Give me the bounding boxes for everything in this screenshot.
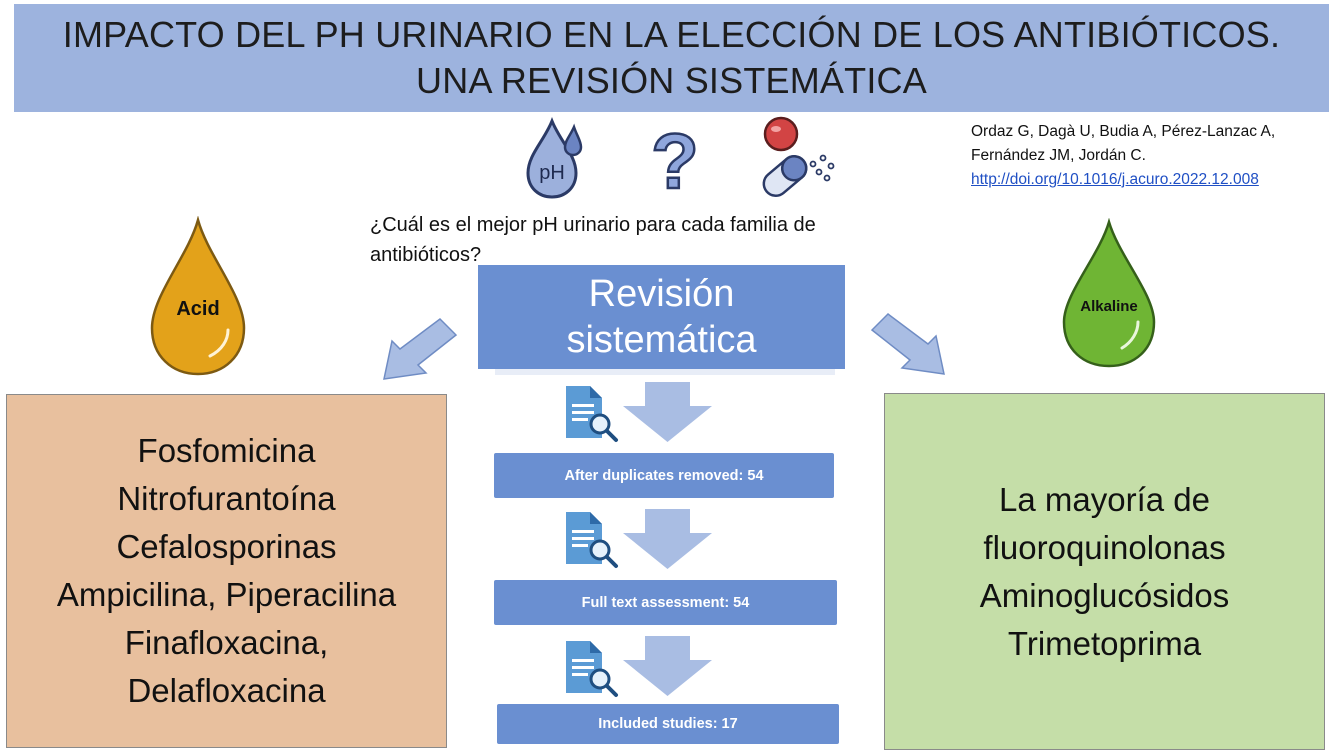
down-arrow-icon xyxy=(623,382,712,442)
acid-drop-icon: Acid xyxy=(150,216,246,376)
doi-link[interactable]: http://doi.org/10.1016/j.acuro.2022.12.0… xyxy=(971,171,1259,188)
arrow-to-alkaline-icon xyxy=(870,313,945,375)
question-mark-glyph: ? xyxy=(651,118,699,198)
alkaline-label: Alkaline xyxy=(1080,298,1138,315)
alkaline-antibiotics-box: La mayoría de fluoroquinolonas Aminogluc… xyxy=(884,393,1325,750)
title-line-2: UNA REVISIÓN SISTEMÁTICA xyxy=(416,60,927,101)
alkaline-item: Aminoglucósidos xyxy=(979,576,1230,614)
authors-line-2: Fernández JM, Jordán C. xyxy=(971,147,1146,164)
acid-item: Ampicilina, Piperacilina xyxy=(56,576,397,613)
down-arrow-icon xyxy=(623,636,712,696)
acid-item: Fosfomicina xyxy=(137,432,316,469)
pills-icon xyxy=(762,116,835,197)
question-mark-icon: ? xyxy=(650,118,700,198)
title-line-1: IMPACTO DEL PH URINARIO EN LA ELECCIÓN D… xyxy=(62,14,1281,55)
research-question: ¿Cuál es el mejor pH urinario para cada … xyxy=(370,214,816,266)
step-after-duplicates: After duplicates removed: 54 xyxy=(494,453,834,498)
review-line-1: Revisión xyxy=(588,273,735,315)
review-box-underline xyxy=(495,369,835,375)
authors-line-1: Ordaz G, Dagà U, Budia A, Pérez-Lanzac A… xyxy=(971,123,1276,140)
review-line-2: sistemática xyxy=(566,319,757,361)
down-arrow-icon xyxy=(623,509,712,569)
document-search-icon xyxy=(566,386,618,442)
step-full-text: Full text assessment: 54 xyxy=(494,580,837,625)
title-banner: IMPACTO DEL PH URINARIO EN LA ELECCIÓN D… xyxy=(14,4,1329,112)
document-search-icon xyxy=(566,641,618,697)
alkaline-item: La mayoría de xyxy=(999,480,1210,518)
acid-antibiotics-box: Fosfomicina Nitrofurantoína Cefalosporin… xyxy=(6,394,447,748)
acid-item: Finafloxacina, xyxy=(124,624,329,661)
systematic-review-box: Revisión sistemática xyxy=(478,265,845,369)
alkaline-item: fluoroquinolonas xyxy=(983,528,1226,566)
acid-item: Nitrofurantoína xyxy=(117,480,336,517)
authors-block: Ordaz G, Dagà U, Budia A, Pérez-Lanzac A… xyxy=(971,120,1331,192)
arrow-to-acid-icon xyxy=(383,318,458,380)
document-search-icon xyxy=(566,512,618,568)
ph-drop-text: pH xyxy=(539,162,565,184)
alkaline-drop-icon: Alkaline xyxy=(1062,218,1156,368)
acid-item: Cefalosporinas xyxy=(116,528,337,565)
step-included-studies: Included studies: 17 xyxy=(497,704,839,744)
acid-label: Acid xyxy=(176,298,219,320)
alkaline-item: Trimetoprima xyxy=(1007,624,1202,662)
acid-item: Delafloxacina xyxy=(127,672,326,709)
ph-drop-icon: pH xyxy=(526,116,583,199)
